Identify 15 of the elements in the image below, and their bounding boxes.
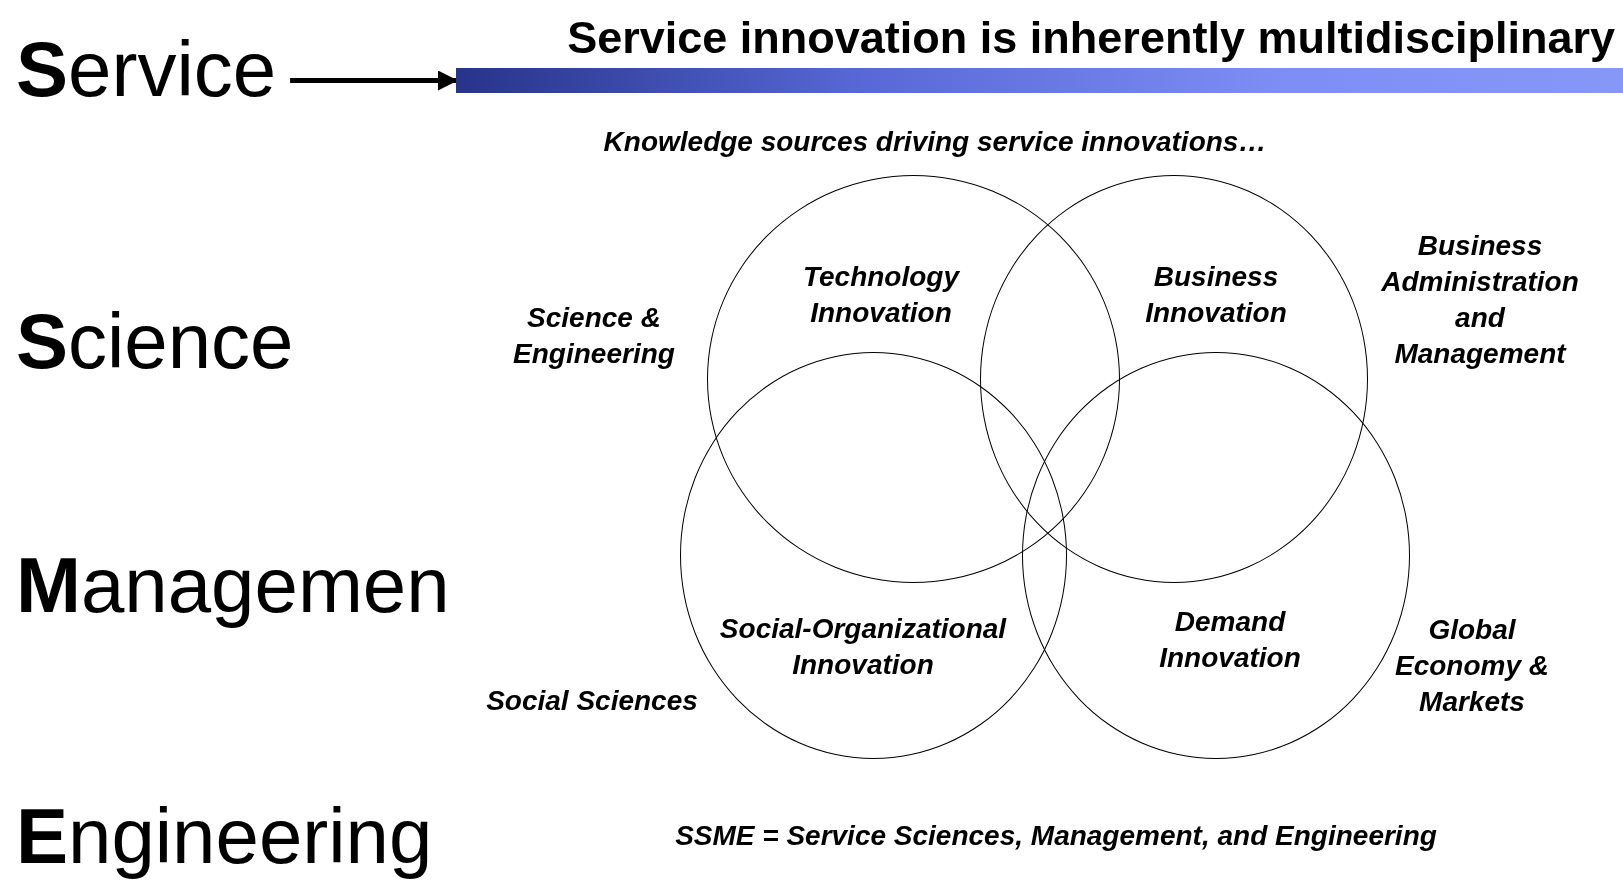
- slide-title: Service innovation is inherently multidisciplinary: [567, 12, 1615, 64]
- heading-word: Service: [16, 30, 277, 108]
- heading-word: Science: [16, 302, 294, 380]
- title-band: [456, 68, 1623, 93]
- circle-label: Demand Innovation: [1158, 605, 1302, 675]
- knowledge-source-label: Social Sciences: [485, 684, 699, 718]
- arrow: [290, 70, 458, 91]
- circle-label: Business Innovation: [1144, 260, 1288, 330]
- circle-label: Social-Organizational Innovation: [718, 612, 1008, 682]
- circle-label: Technology Innovation: [801, 260, 961, 330]
- footnote: SSME = Service Sciences, Management, and Engineering: [674, 819, 1438, 853]
- knowledge-source-label: Global Economy & Markets: [1394, 613, 1550, 719]
- subtitle: Knowledge sources driving service innovations…: [602, 125, 1268, 159]
- knowledge-source-label: Science & Engineering: [512, 301, 676, 371]
- knowledge-source-label: Business Administration and Management: [1380, 229, 1580, 371]
